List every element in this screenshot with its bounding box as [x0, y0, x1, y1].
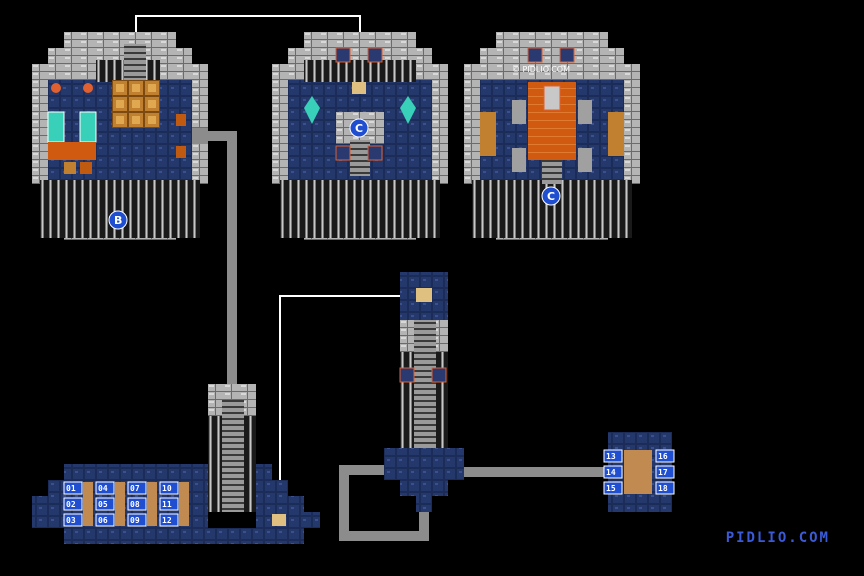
- crate-stack: [112, 80, 160, 128]
- cell-number: 13: [606, 452, 616, 461]
- cell-number: 10: [162, 484, 172, 493]
- cell-number: 03: [66, 516, 76, 525]
- tower-left: [208, 384, 256, 512]
- cell-box: [127, 513, 147, 527]
- cell-box: [95, 513, 115, 527]
- marker-c[interactable]: C: [541, 186, 561, 206]
- cell-box: [159, 481, 179, 495]
- tower-right: [384, 272, 464, 512]
- marker-b[interactable]: B: [108, 210, 128, 230]
- torch-icon: [51, 83, 61, 93]
- vault-cells-right: 13 14 15 16 17 18: [603, 449, 675, 495]
- cell-number: 04: [98, 484, 108, 493]
- bed: [79, 111, 97, 143]
- marker-c-label: C: [547, 190, 555, 203]
- cell-box: [63, 513, 83, 527]
- cell-box: [63, 481, 83, 495]
- cell-box: [95, 497, 115, 511]
- cell-number: 02: [66, 500, 76, 509]
- room-throne: © PIDLIO.COM: [464, 32, 640, 240]
- cell-number: 16: [658, 452, 668, 461]
- connector-line: [279, 295, 400, 480]
- throne: [543, 85, 561, 111]
- vault-cells-left: 01 02 03 04 05 06 07 08 09 10 11 12: [63, 481, 189, 527]
- site-watermark: PIDLIO.COM: [725, 530, 830, 546]
- cell-box: [159, 497, 179, 511]
- cell-number: 15: [606, 484, 616, 493]
- cell-number: 06: [98, 516, 108, 525]
- cell-number: 01: [66, 484, 76, 493]
- torch-icon: [83, 83, 93, 93]
- marker-b-label: B: [114, 214, 122, 227]
- cell-box: [655, 449, 675, 463]
- crystal-icon: [304, 96, 320, 124]
- room-bedroom: [32, 32, 208, 240]
- marker-c[interactable]: C: [349, 118, 369, 138]
- cell-box: [95, 481, 115, 495]
- cell-box: [63, 497, 83, 511]
- cell-box: [603, 449, 623, 463]
- cell-box: [127, 497, 147, 511]
- cell-box: [159, 513, 179, 527]
- bed: [47, 111, 65, 143]
- copyright-text: © PIDLIO.COM: [512, 65, 570, 74]
- cell-number: 05: [98, 500, 108, 509]
- cell-number: 18: [658, 484, 668, 493]
- cell-box: [603, 465, 623, 479]
- marker-c-label: C: [355, 122, 363, 135]
- cell-box: [655, 465, 675, 479]
- connector-line: [135, 15, 361, 36]
- cell-box: [127, 481, 147, 495]
- cell-number: 14: [606, 468, 616, 477]
- crystal-icon: [400, 96, 416, 124]
- cell-number: 09: [130, 516, 140, 525]
- cell-number: 08: [130, 500, 140, 509]
- cell-box: [655, 481, 675, 495]
- cell-number: 07: [130, 484, 140, 493]
- cell-number: 17: [658, 468, 668, 477]
- cell-number: 11: [162, 500, 172, 509]
- cell-number: 12: [162, 516, 172, 525]
- cell-box: [603, 481, 623, 495]
